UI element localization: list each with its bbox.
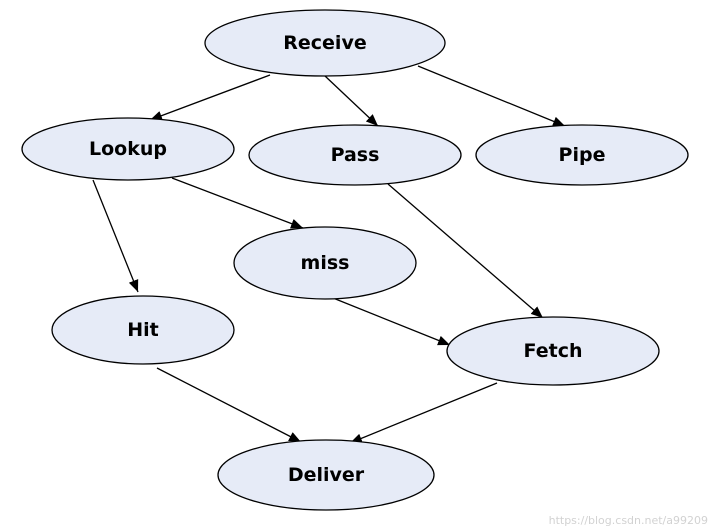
edge-pass-fetch [387, 183, 544, 319]
edge-line [156, 367, 302, 443]
node-pipe: Pipe [475, 124, 689, 186]
node-fetch: Fetch [446, 316, 660, 386]
node-lookup: Lookup [21, 117, 235, 181]
node-shape-pass [248, 124, 462, 186]
node-label-hit: Hit [127, 319, 159, 341]
edge-miss-fetch [332, 297, 451, 346]
edge-fetch-deliver [349, 382, 498, 444]
node-receive: Receive [204, 9, 446, 77]
edge-lookup-miss [171, 177, 304, 229]
edge-line [149, 74, 271, 121]
node-shape-miss [233, 226, 417, 300]
edge-receive-lookup [149, 74, 271, 121]
node-label-fetch: Fetch [524, 340, 583, 362]
node-shape-fetch [446, 316, 660, 386]
edge-line [171, 177, 304, 229]
node-label-lookup: Lookup [89, 138, 167, 160]
node-label-deliver: Deliver [288, 464, 365, 486]
node-label-pass: Pass [331, 144, 380, 166]
edge-lookup-hit [92, 179, 139, 293]
edge-receive-pipe [417, 65, 566, 127]
node-label-receive: Receive [283, 32, 366, 54]
node-pass: Pass [248, 124, 462, 186]
edge-line [324, 75, 379, 127]
node-shape-lookup [21, 117, 235, 181]
edge-line [92, 179, 139, 293]
edge-line [417, 65, 566, 127]
node-miss: miss [233, 226, 417, 300]
node-shape-deliver [217, 439, 435, 511]
node-shape-pipe [475, 124, 689, 186]
node-shape-receive [204, 9, 446, 77]
edge-line [349, 382, 498, 444]
watermark-text: https://blog.csdn.net/a99209 [549, 514, 708, 527]
edge-hit-deliver [156, 367, 302, 443]
node-label-miss: miss [301, 252, 350, 274]
edge-line [332, 297, 451, 346]
node-shape-hit [51, 295, 235, 365]
node-deliver: Deliver [217, 439, 435, 511]
edge-receive-pass [324, 75, 379, 127]
edges-layer [92, 65, 566, 444]
node-label-pipe: Pipe [559, 144, 606, 166]
edge-line [387, 183, 544, 319]
node-hit: Hit [51, 295, 235, 365]
